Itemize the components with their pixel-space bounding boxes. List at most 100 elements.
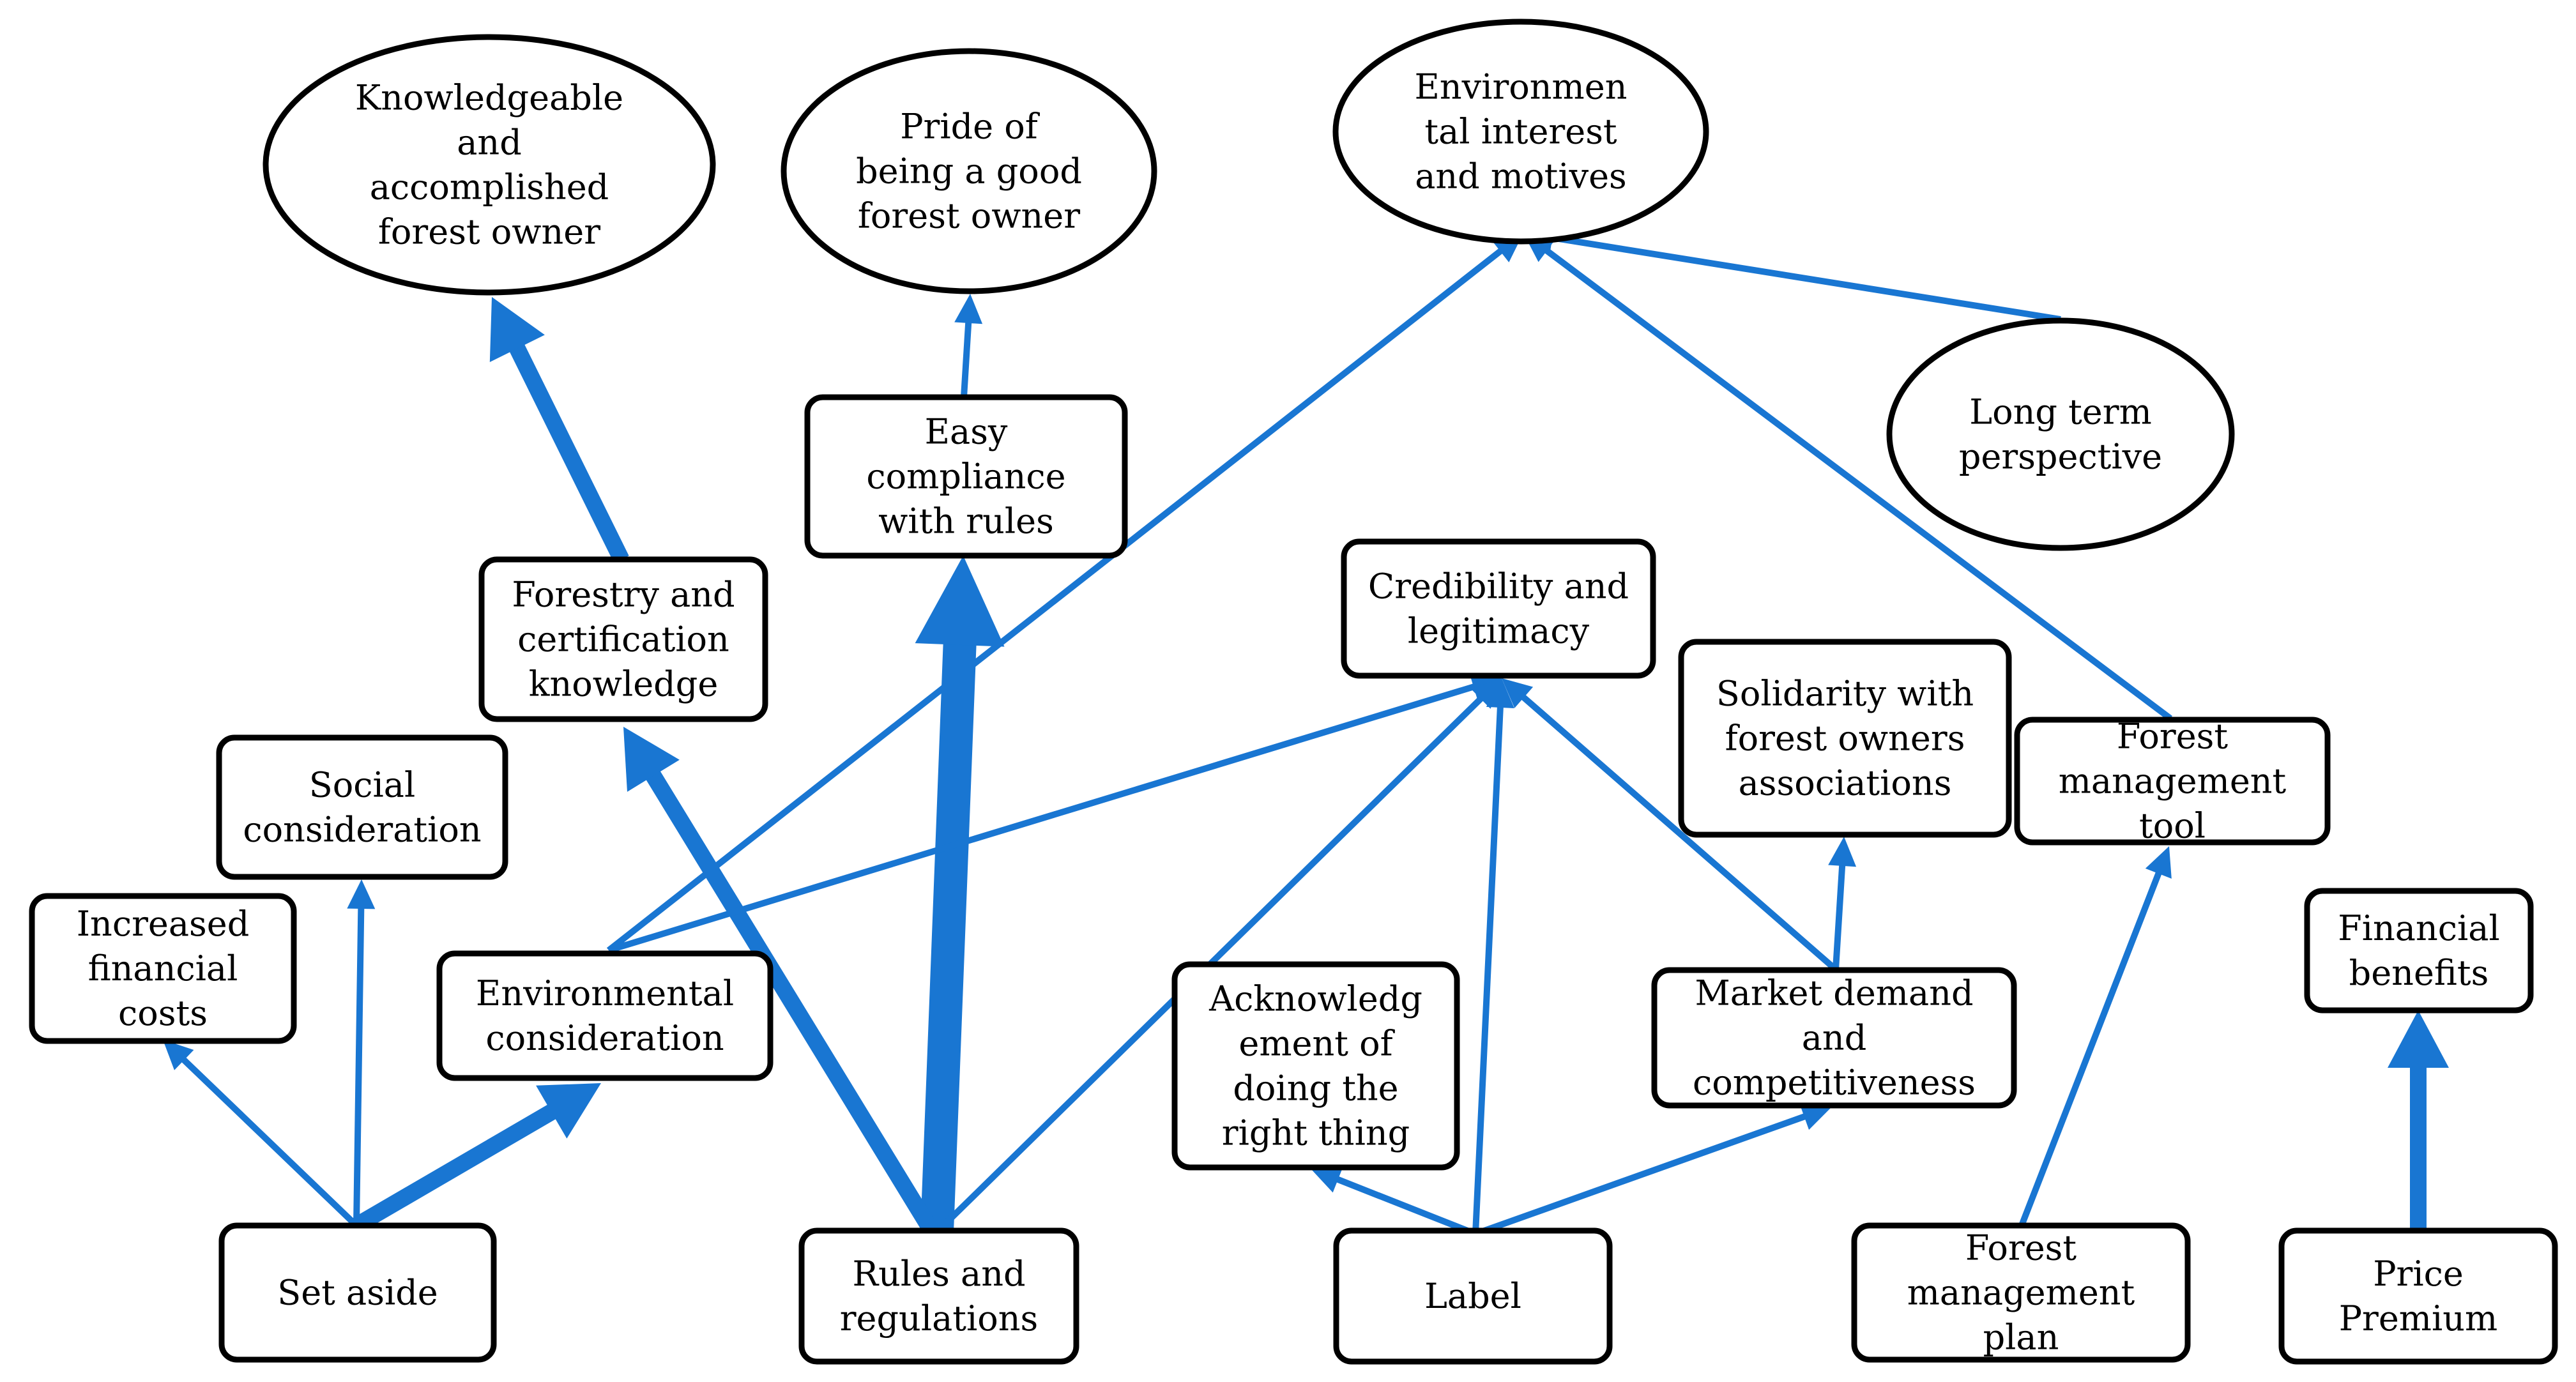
- node-box: [2014, 717, 2331, 846]
- node-label-line: Pride of: [900, 107, 1040, 147]
- edge-line: [920, 641, 977, 1233]
- node-box: [478, 556, 768, 722]
- node-label-line: Easy: [925, 412, 1008, 452]
- node-label-line: Credibility and: [1368, 566, 1629, 607]
- edge-set_aside-to-increased_financial_costs: [163, 1040, 359, 1228]
- edge-arrowhead: [954, 294, 983, 324]
- edge-line: [508, 342, 629, 563]
- edge-set_aside-to-environmental_consideration: [352, 1083, 601, 1233]
- node-label-line: plan: [1983, 1317, 2059, 1358]
- node-label-line: Set aside: [277, 1273, 438, 1313]
- edge-line: [606, 247, 1505, 953]
- edge-arrowhead: [2388, 1010, 2449, 1068]
- node-label-line: and: [1802, 1018, 1867, 1058]
- node-label-line: consideration: [243, 810, 481, 850]
- edge-arrowhead: [1486, 678, 1514, 708]
- node-label-line: Long term: [1969, 392, 2152, 432]
- node-label-line: Forest: [1965, 1228, 2077, 1268]
- node-label-line: forest owners: [1725, 718, 1965, 759]
- edge-arrowhead: [163, 1040, 194, 1070]
- edge-arrowhead: [2145, 846, 2172, 879]
- node-box: [29, 893, 297, 1044]
- node-label-line: Price: [2373, 1254, 2464, 1294]
- edge-line: [1520, 693, 1838, 972]
- node-box: [1851, 1222, 2191, 1363]
- edge-market_demand-to-credibility_legitimacy: [1502, 678, 1838, 972]
- edge-line: [1833, 863, 1846, 970]
- node-label-line: Environmental: [476, 973, 734, 1014]
- edge-label-to-market_demand: [1474, 1103, 1832, 1237]
- node-box: [218, 1222, 497, 1363]
- node-label-line: compliance: [866, 457, 1065, 497]
- node-label-line: certification: [517, 619, 729, 660]
- edge-line: [353, 906, 365, 1226]
- node-label-line: knowledge: [529, 664, 719, 704]
- edge-set_aside-to-social_consideration: [347, 879, 376, 1226]
- edge-arrowhead: [1799, 1103, 1832, 1130]
- node-ellipse: [263, 34, 716, 296]
- edge-line: [1472, 704, 1504, 1234]
- node-label-line: management: [1907, 1273, 2135, 1313]
- edge-price_premium-to-financial_benefits: [2388, 1010, 2449, 1231]
- node-label-line: financial: [88, 948, 238, 989]
- node-box: [798, 1227, 1079, 1365]
- edge-arrowhead: [1502, 678, 1534, 708]
- node-label-line: Increased: [77, 904, 250, 944]
- node-label-line: being a good: [856, 151, 1082, 192]
- node-box: [2304, 888, 2534, 1014]
- node-box: [1678, 639, 2012, 838]
- node-label-line: Forest: [2117, 717, 2229, 757]
- node-label-line: costs: [118, 993, 208, 1033]
- node-label-line: Social: [309, 765, 415, 805]
- node-ellipse: [781, 48, 1157, 294]
- edge-arrowhead: [536, 1083, 601, 1139]
- node-label-line: perspective: [1959, 437, 2162, 477]
- edge-line: [2018, 870, 2163, 1227]
- edge-line: [179, 1056, 359, 1228]
- node-label-line: Solidarity with: [1716, 674, 1974, 714]
- node-box: [436, 950, 774, 1081]
- node-social-consideration: Social consideration: [216, 734, 508, 880]
- edge-label-to-acknowledgement: [1311, 1166, 1477, 1237]
- node-label-line: tal interest: [1424, 112, 1617, 152]
- node-box: [1651, 967, 2017, 1109]
- edge-line: [1334, 1175, 1477, 1237]
- node-label-line: forest owner: [858, 196, 1080, 236]
- edge-arrowhead: [489, 297, 545, 362]
- edge-line: [1549, 234, 2061, 323]
- edge-arrowhead: [915, 556, 1005, 647]
- edge-line: [644, 769, 938, 1234]
- edge-rules_regulations-to-easy_compliance: [915, 556, 1005, 1233]
- edge-arrowhead: [1311, 1166, 1343, 1193]
- node-label-line: Premium: [2339, 1298, 2498, 1339]
- node-label-line: associations: [1739, 763, 1952, 803]
- node-label-line: and: [457, 123, 522, 163]
- edge-label-to-credibility_legitimacy: [1472, 678, 1514, 1234]
- node-box: [216, 734, 508, 880]
- edge-forestry_certification_knowledge-to-knowledgeable_owner: [489, 297, 629, 563]
- edge-line: [352, 1104, 558, 1233]
- node-label-line: Knowledgeable: [355, 78, 623, 118]
- node-label-line: regulations: [840, 1298, 1039, 1339]
- node-label-line: accomplished: [370, 167, 609, 208]
- node-label-line: doing the: [1233, 1068, 1398, 1109]
- node-label-line: tool: [2139, 806, 2206, 846]
- node-label-line: Label: [1424, 1276, 1521, 1316]
- edge-easy_compliance-to-pride_good_owner: [954, 294, 983, 398]
- node-label-line: with rules: [878, 501, 1054, 542]
